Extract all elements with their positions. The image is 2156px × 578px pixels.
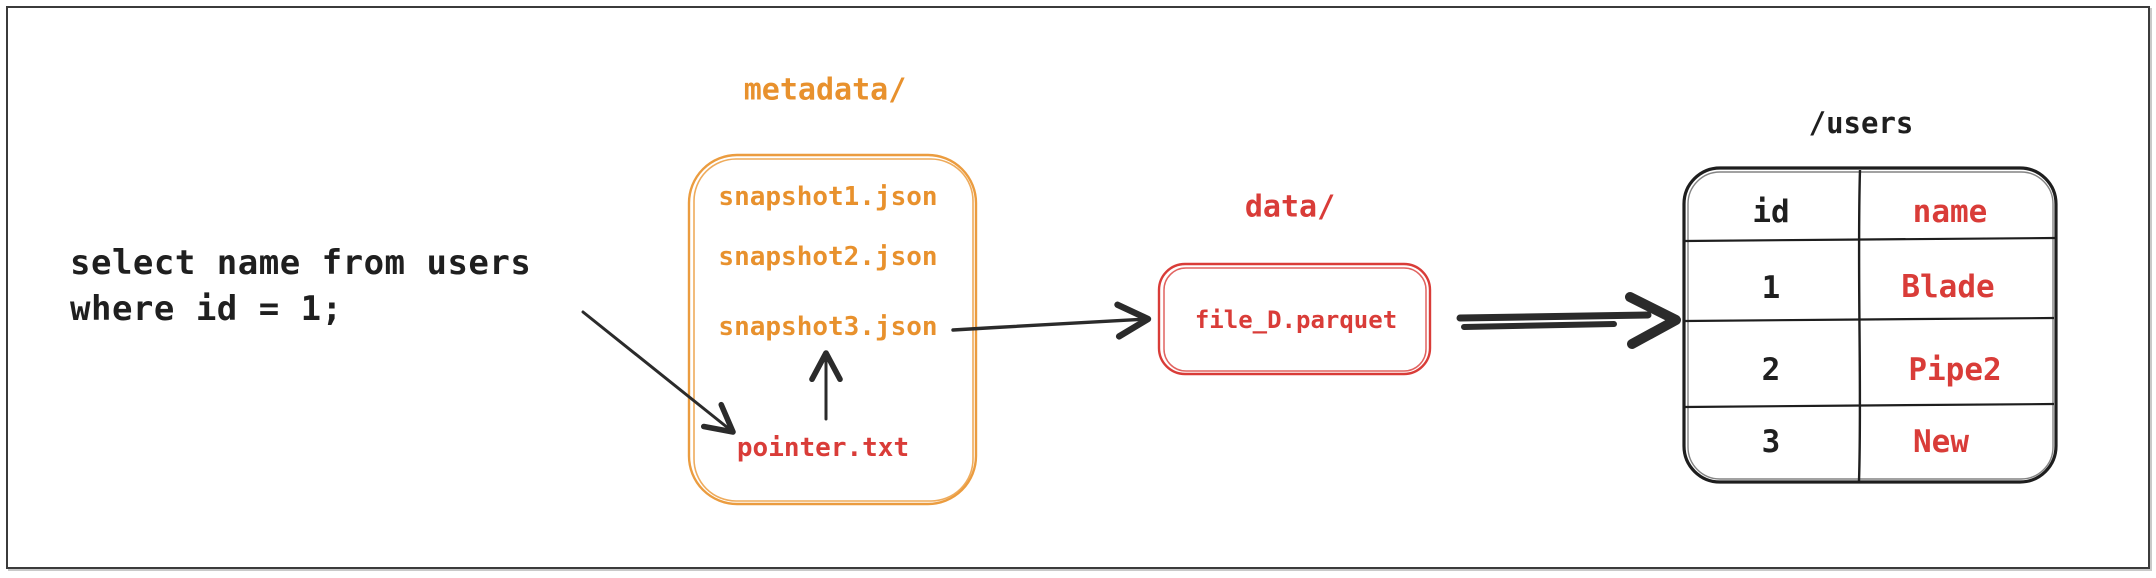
sql-query: select name from users where id = 1; — [70, 240, 531, 332]
users-table-cell-name-1: Blade — [1901, 269, 1995, 305]
users-table-header-name: name — [1912, 194, 1988, 230]
sql-query-line-1: select name from users — [70, 243, 532, 283]
users-table-cell-id-2: 2 — [1761, 352, 1781, 388]
users-table-cell-name-2: Pipe2 — [1908, 352, 2002, 388]
metadata-folder-label: metadata/ — [743, 72, 907, 108]
users-table-title: /users — [1808, 106, 1914, 140]
metadata-file-snapshot1: snapshot1.json — [718, 182, 938, 212]
users-table-cell-id-3: 3 — [1761, 424, 1781, 460]
metadata-file-pointer: pointer.txt — [736, 433, 910, 463]
users-table-cell-name-3: New — [1913, 424, 1969, 460]
sql-query-line-2: where id = 1; — [70, 289, 343, 329]
users-table-header-id: id — [1752, 194, 1790, 230]
data-folder-label: data/ — [1244, 189, 1336, 225]
metadata-file-snapshot2: snapshot2.json — [718, 242, 938, 272]
users-table-cell-id-1: 1 — [1761, 270, 1781, 306]
data-file-parquet: file_D.parquet — [1194, 306, 1398, 334]
metadata-file-snapshot3: snapshot3.json — [718, 312, 938, 342]
outer-border — [6, 6, 2150, 569]
